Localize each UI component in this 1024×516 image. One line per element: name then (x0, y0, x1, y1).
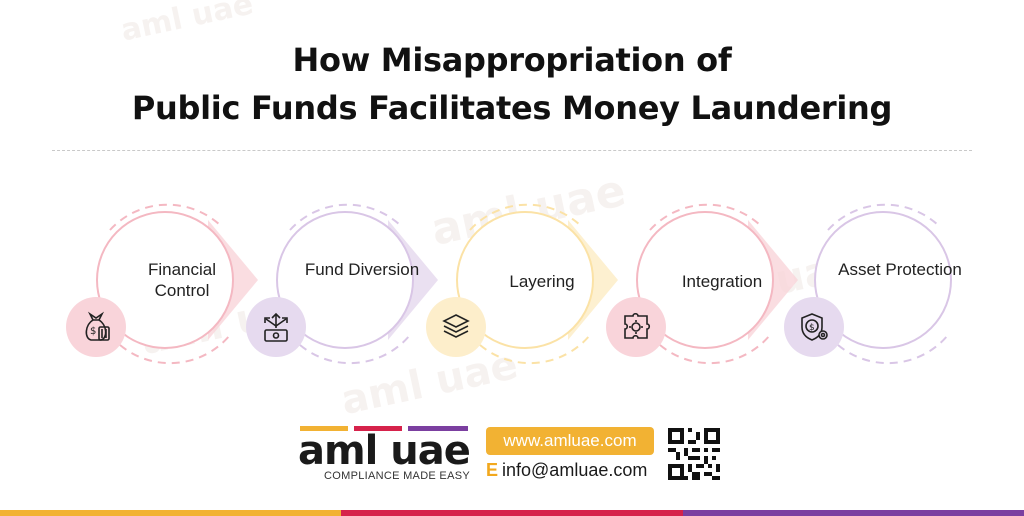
bar-purple (682, 510, 1024, 516)
step-label: Layering (509, 272, 575, 291)
brand-logo[interactable]: aml uae COMPLIANCE MADE EASY (298, 426, 471, 484)
logo-bar-orange (300, 426, 348, 431)
logo-bar-red (354, 426, 402, 431)
title-line-1: How Misappropriation of (292, 41, 732, 79)
step-label: Financial Control (147, 260, 217, 300)
step-ring (276, 203, 438, 365)
money-bag-icon: $ (66, 297, 126, 357)
step-ring (96, 203, 258, 365)
step-ring (456, 203, 618, 365)
diverging-arrows-cash-icon (246, 297, 306, 357)
step-ring (636, 203, 798, 365)
divider (52, 150, 972, 151)
page-title: How Misappropriation of Public Funds Fac… (0, 36, 1024, 132)
step-integration: Integration (606, 195, 800, 365)
step-label: Integration (681, 272, 763, 291)
email-label: E (486, 460, 499, 480)
bar-orange (0, 510, 342, 516)
title-line-2: Public Funds Facilitates Money Launderin… (131, 89, 893, 127)
qr-code-icon (668, 428, 720, 480)
brand-color-bar (0, 510, 1024, 516)
bar-red (341, 510, 683, 516)
svg-text:$: $ (90, 326, 96, 337)
step-asset-protection: Asset Protection $ (784, 195, 978, 365)
svg-text:$: $ (809, 323, 815, 333)
logo-tagline: COMPLIANCE MADE EASY (324, 470, 470, 482)
shield-dollar-gear-icon: $ (784, 297, 844, 357)
step-layering: Layering (426, 195, 620, 365)
logo-bar-purple (408, 426, 468, 431)
email-address: info@amluae.com (502, 460, 648, 480)
step-ring (814, 203, 952, 365)
website-link[interactable]: www.amluae.com (486, 427, 654, 455)
footer: aml uae COMPLIANCE MADE EASY www.amluae.… (0, 420, 1024, 490)
process-flow: Financial Control $ Fund Diversion (0, 195, 1024, 385)
step-label: Fund Diversion (304, 260, 420, 279)
step-label: Asset Protection (838, 260, 962, 279)
logo-text: aml uae (298, 428, 471, 474)
step-financial-control: Financial Control $ (66, 195, 260, 365)
layers-icon (426, 297, 486, 357)
step-fund-diversion: Fund Diversion (246, 195, 440, 365)
puzzle-gear-icon (606, 297, 666, 357)
